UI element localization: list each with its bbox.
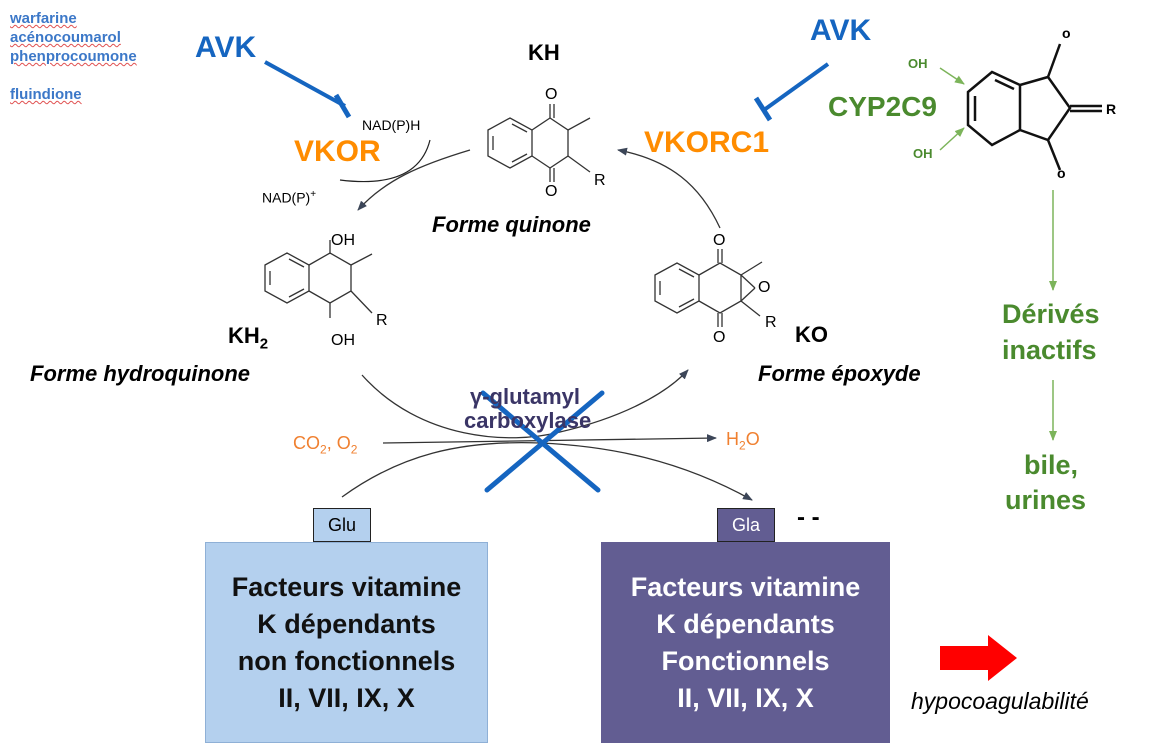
non-functional-factors-box: Facteurs vitamine K dépendants non fonct…	[205, 542, 488, 743]
drug-acenocoumarol: acénocoumarol	[10, 29, 121, 46]
kh2-label: KH2	[228, 323, 269, 353]
h2o-label: H2O	[726, 429, 760, 453]
ko-epoxide-structure	[654, 249, 763, 327]
atom-oh-kh2-bottom: OH	[331, 332, 355, 349]
gla-tag: Gla	[717, 508, 775, 542]
derives-label-line2: inactifs	[1002, 335, 1097, 365]
red-arrow	[940, 635, 1017, 681]
cross-mark	[480, 390, 605, 493]
atom-r-ko: R	[765, 314, 777, 331]
drug-list: warfarine acénocoumarol phenprocoumone f…	[10, 9, 137, 104]
ko-label: KO	[795, 322, 828, 347]
atom-r-kh2: R	[376, 312, 388, 329]
co2-o2-label: CO2, O2	[293, 433, 358, 457]
arrow-kh-to-kh2	[357, 149, 471, 211]
atom-o-ko-top: O	[713, 232, 726, 249]
nadp-arc	[339, 139, 431, 183]
nadp-plus-label: NAD(P)+	[262, 189, 317, 206]
avk-label-right: AVK	[810, 14, 872, 47]
enzyme-label-line2: carboxylase	[464, 408, 592, 433]
glu-tag: Glu	[313, 508, 371, 542]
atom-oh-kh2-top: OH	[331, 232, 355, 249]
atom-o-quinone-top: O	[545, 86, 558, 103]
epoxyde-form-label: Forme époxyde	[758, 361, 921, 386]
vkor-label: VKOR	[294, 135, 381, 168]
arrow-glu-to-gla	[341, 441, 753, 501]
nadph-label: NAD(P)H	[362, 117, 421, 133]
indandione-structure	[966, 43, 1102, 171]
atom-r-indandione: R	[1106, 101, 1117, 117]
kh-quinone-structure	[487, 104, 591, 182]
enzyme-label-line1: γ-glutamyl	[470, 384, 581, 409]
cyp2c9-label: CYP2C9	[828, 91, 937, 122]
derives-label-line1: Dérivés	[1002, 299, 1100, 329]
atom-oh-indandione-top: OH	[908, 56, 928, 71]
atom-o-ko-bottom: O	[713, 329, 726, 346]
quinone-form-label: Forme quinone	[432, 212, 591, 237]
atom-o-indandione-bottom: o	[1057, 165, 1066, 181]
bile-label-line1: bile,	[1024, 450, 1079, 480]
drug-warfarine: warfarine	[10, 10, 77, 27]
atom-o-indandione-top: o	[1062, 25, 1071, 41]
atom-o-ko-epoxide: O	[758, 279, 771, 296]
inhibition-line-left	[264, 60, 352, 119]
hypocoagulability-label: hypocoagulabilité	[911, 688, 1089, 714]
functional-factors-box: Facteurs vitamine K dépendants Fonctionn…	[601, 542, 890, 743]
kh-label: KH	[528, 40, 560, 65]
gla-dash-mark: - -	[797, 504, 820, 531]
drug-phenprocoumone: phenprocoumone	[10, 48, 137, 65]
arrow-ko-to-kh	[617, 147, 721, 229]
atom-r-quinone: R	[594, 172, 606, 189]
inhibition-line-right	[753, 62, 830, 122]
hydroquinone-form-label: Forme hydroquinone	[30, 361, 250, 386]
bile-label-line2: urines	[1005, 485, 1087, 515]
atom-oh-indandione-bottom: OH	[913, 146, 933, 161]
vkorc1-label: VKORC1	[644, 126, 770, 159]
kh2-hydroquinone-structure	[264, 240, 373, 318]
avk-label-left: AVK	[195, 31, 257, 64]
hydroxylation-arrows	[939, 67, 965, 151]
atom-o-quinone-bottom: O	[545, 183, 558, 200]
drug-fluindione: fluindione	[10, 86, 82, 103]
